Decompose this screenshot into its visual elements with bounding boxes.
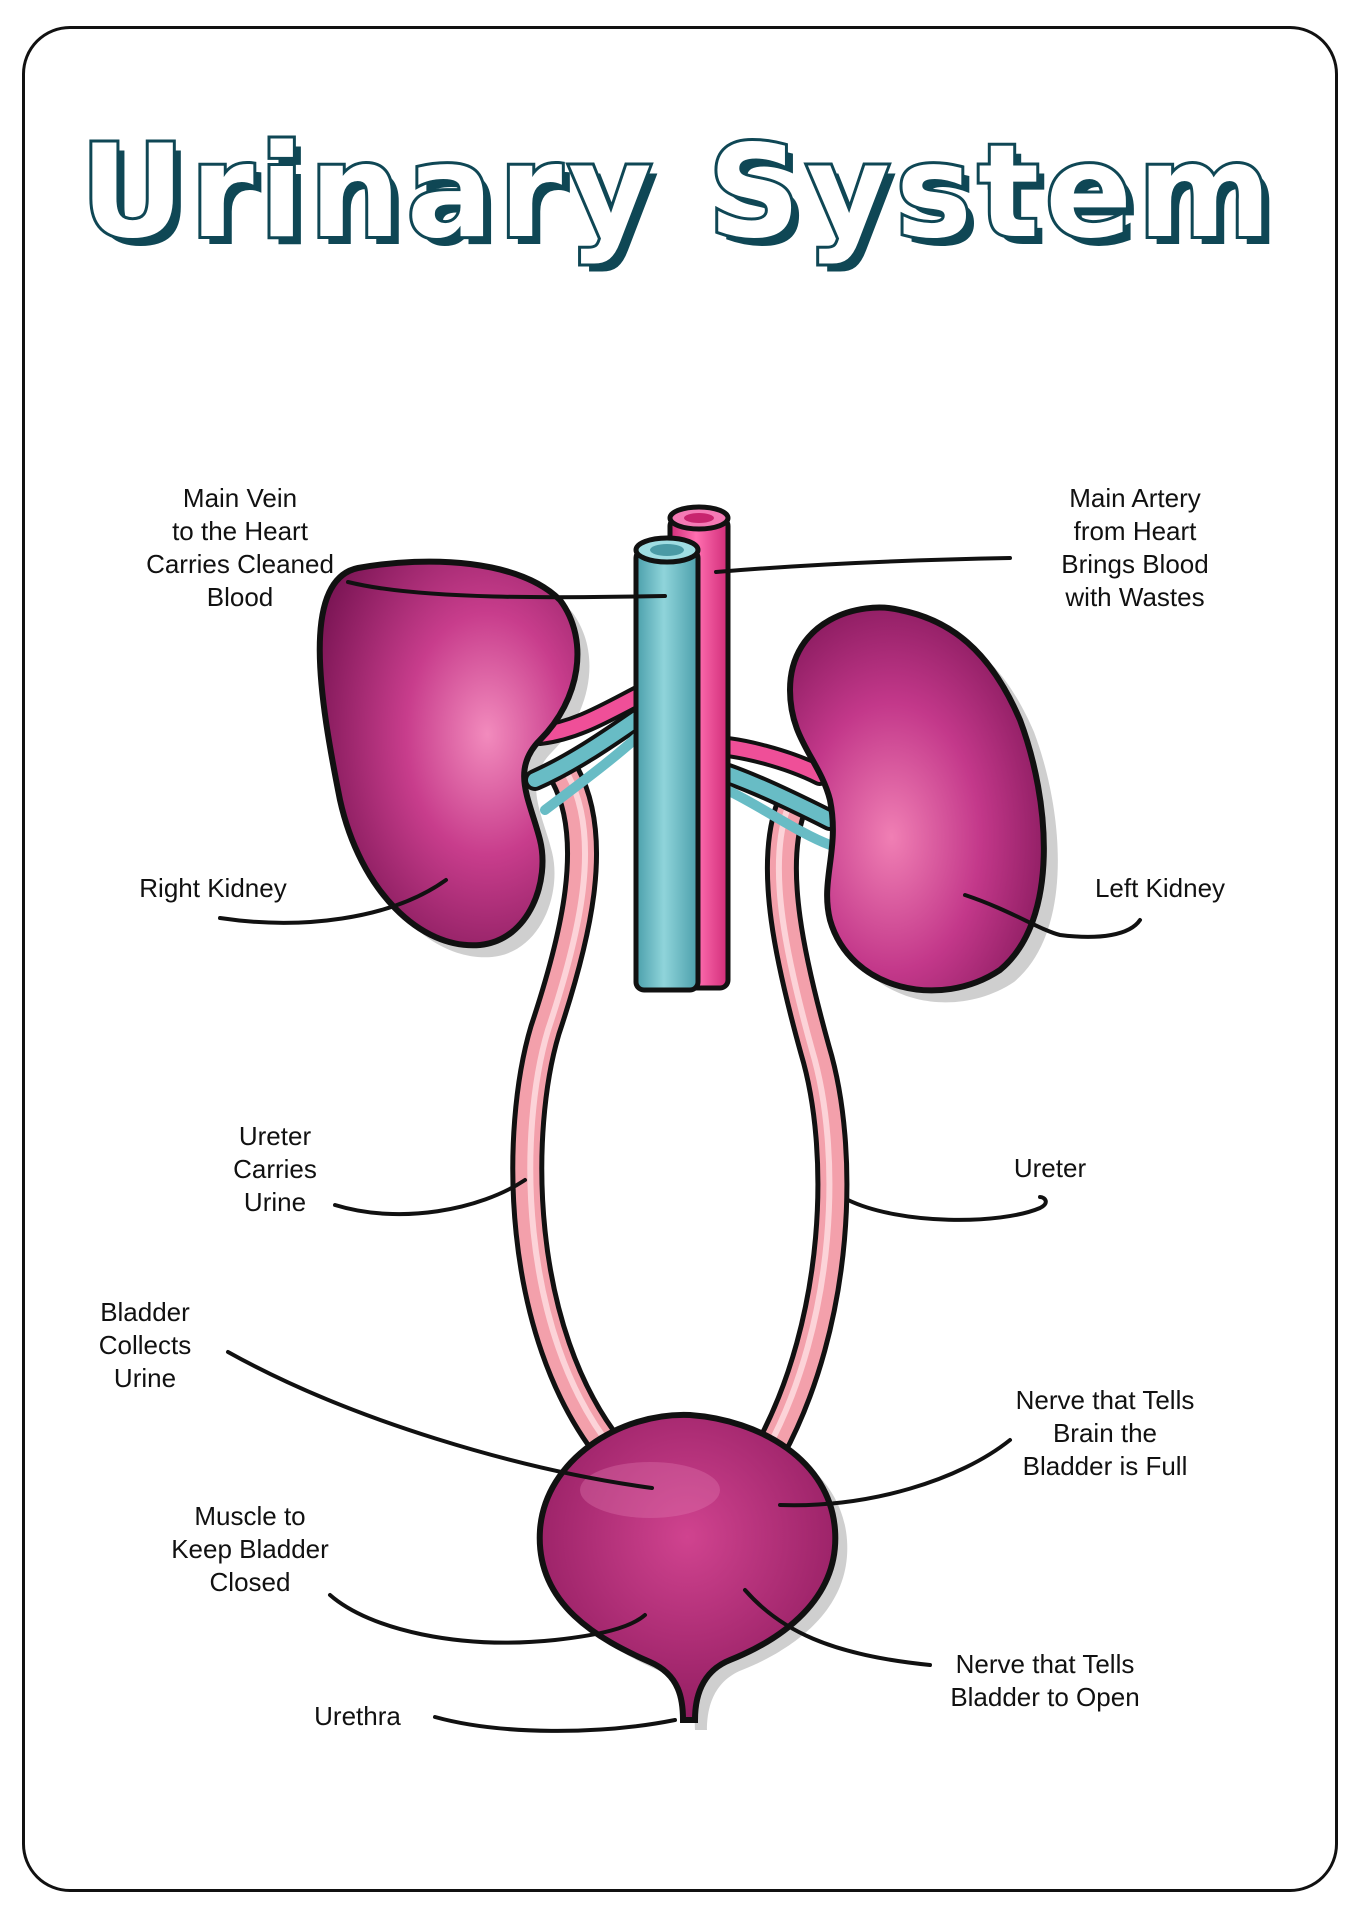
label-muscle: Muscle to Keep Bladder Closed — [171, 1501, 329, 1597]
label-urethra: Urethra — [314, 1701, 401, 1731]
label-ureter-right: Ureter — [1013, 1153, 1087, 1183]
bladder-highlight — [580, 1462, 720, 1518]
label-nerve-full: Nerve that Tells Brain the Bladder is Fu… — [1015, 1385, 1195, 1481]
bladder — [536, 1411, 839, 1723]
main-vein — [633, 535, 701, 993]
label-ureter-left: Ureter Carries Urine — [233, 1121, 317, 1217]
ureter-left — [510, 758, 627, 1467]
label-right-kidney: Right Kidney — [139, 873, 287, 903]
label-main-artery: Main Artery from Heart Brings Blood with… — [1061, 483, 1209, 612]
label-main-vein: Main Vein to the Heart Carries Cleaned B… — [146, 483, 334, 612]
ureter-right — [753, 793, 850, 1467]
label-left-kidney: Left Kidney — [1094, 873, 1226, 903]
label-nerve-open: Nerve that Tells Bladder to Open — [950, 1649, 1140, 1712]
page-title: Urinary System — [78, 115, 1278, 270]
label-bladder: Bladder Collects Urine — [98, 1297, 192, 1393]
leader-lines — [218, 556, 1142, 1733]
right-kidney — [316, 558, 581, 949]
left-kidney — [786, 604, 1047, 994]
